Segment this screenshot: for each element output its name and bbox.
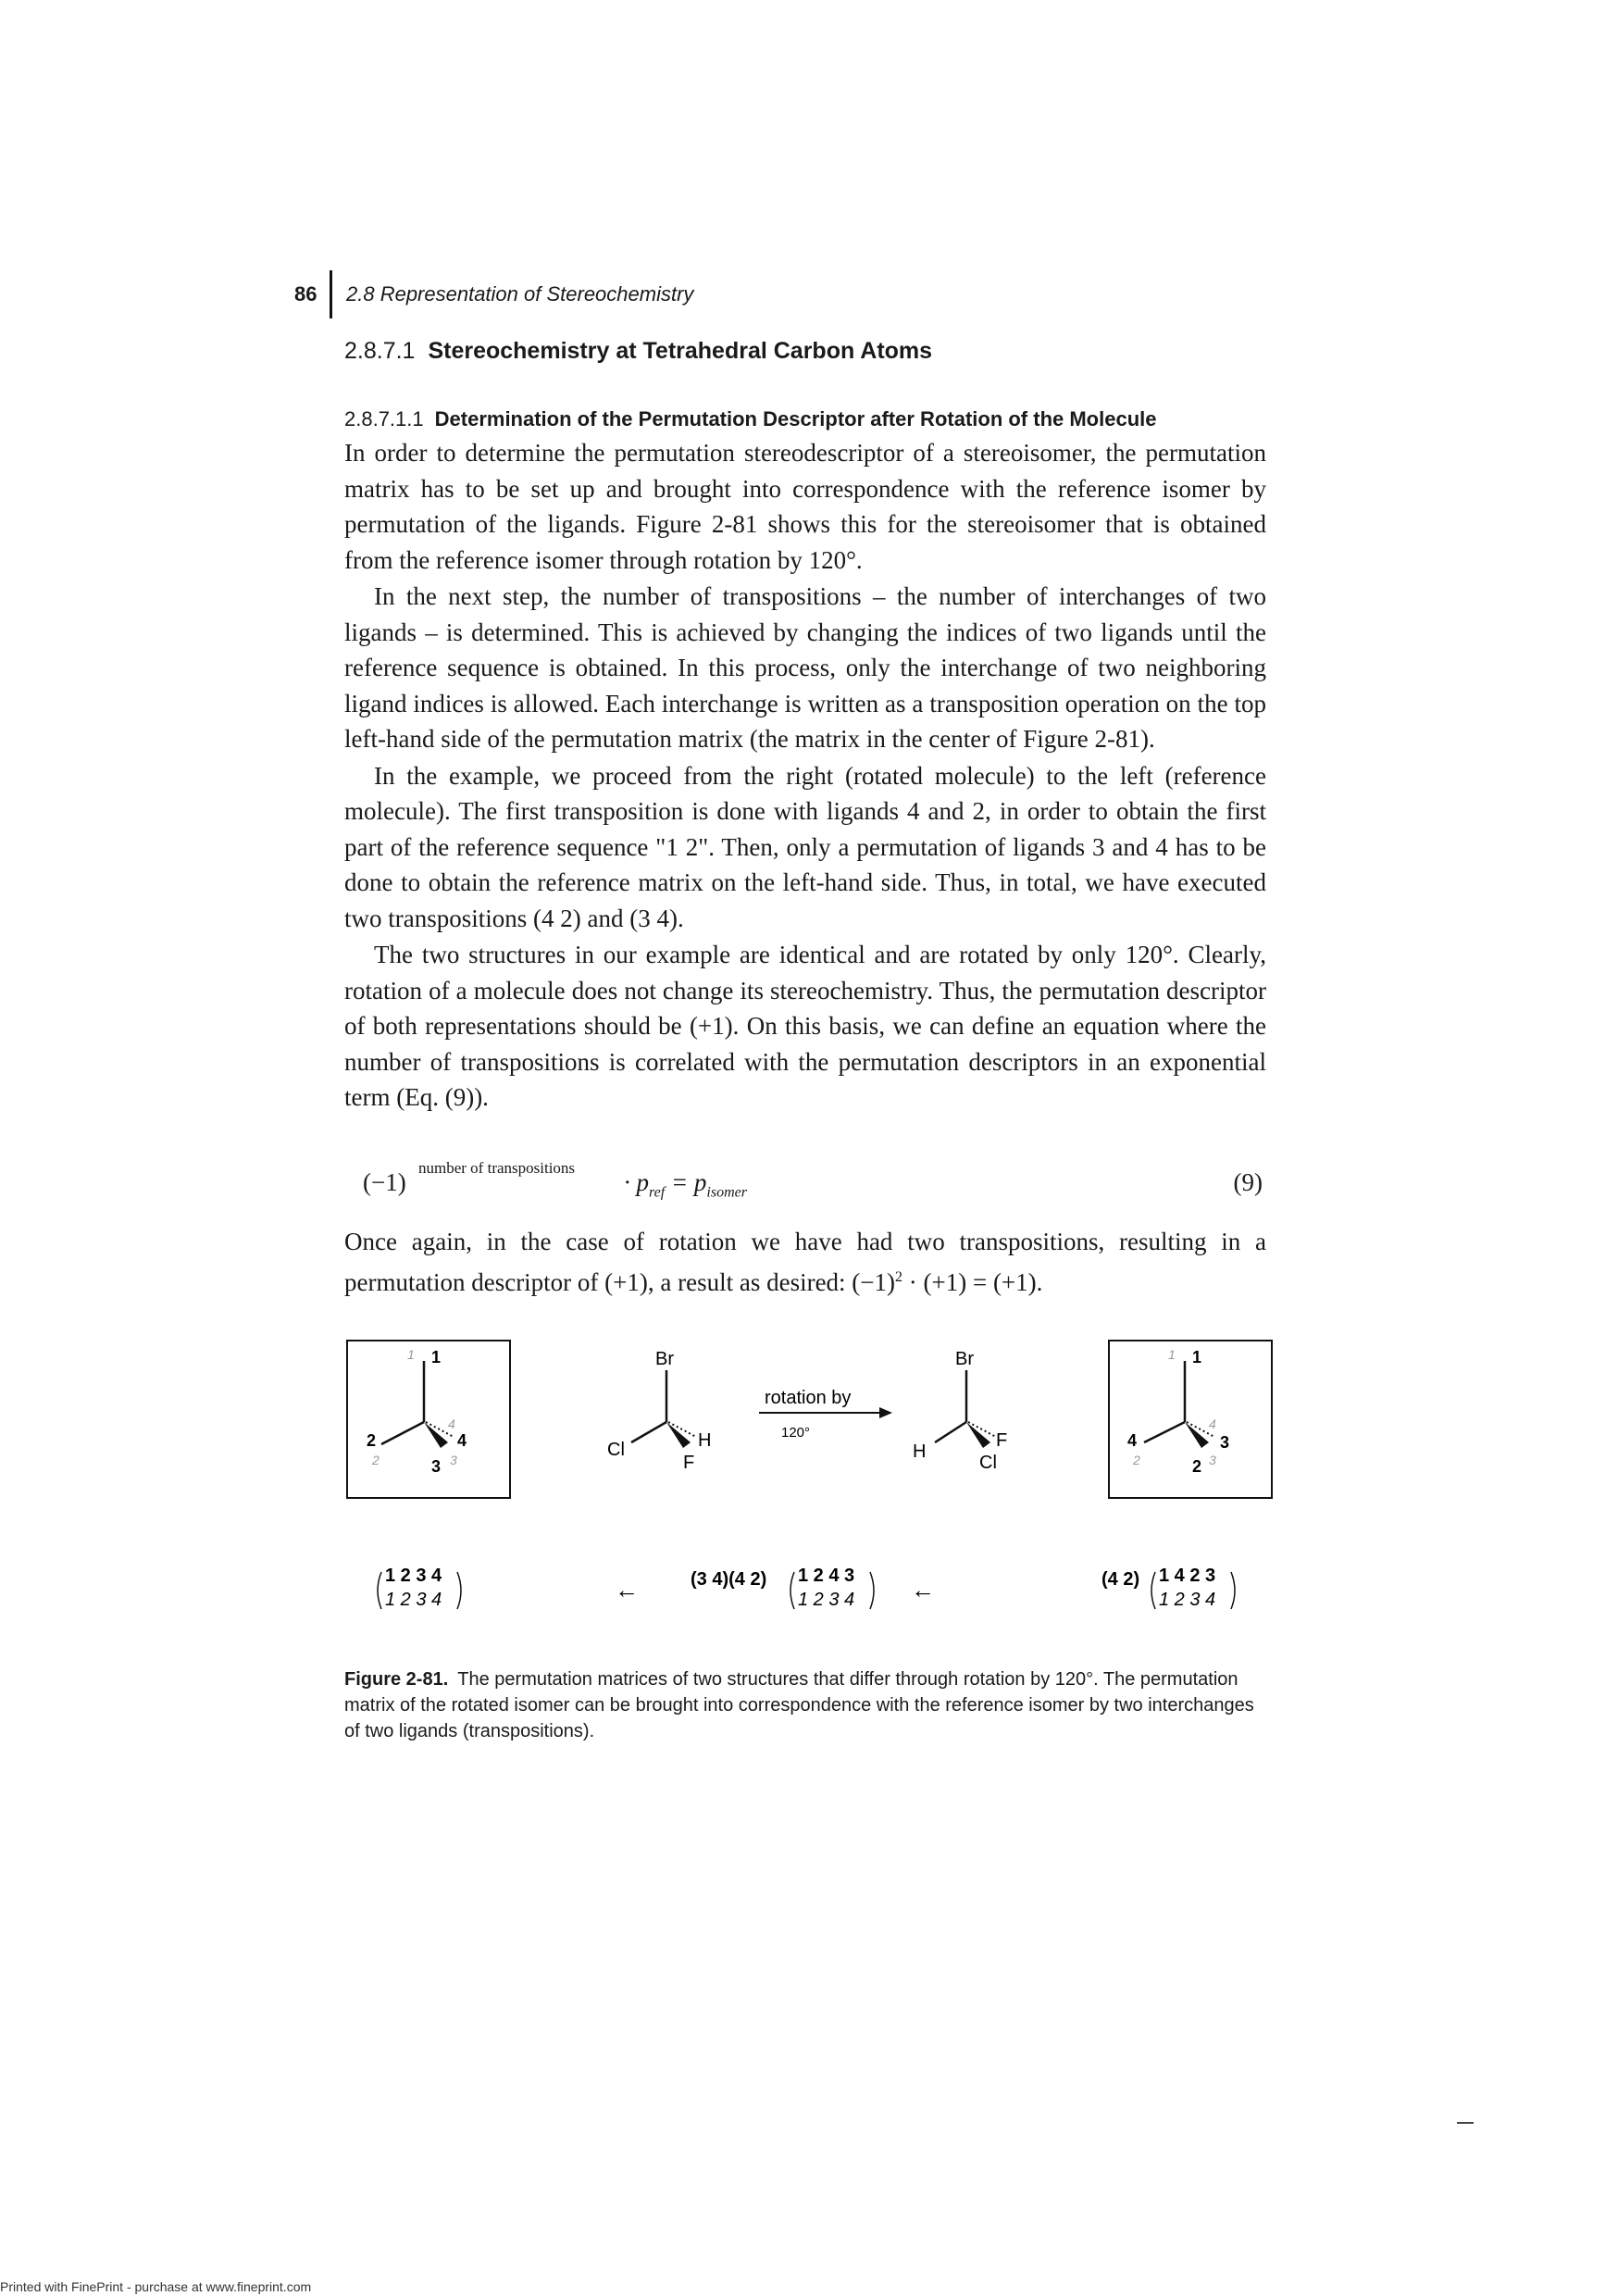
arrow-sublabel: 120°	[781, 1425, 810, 1441]
after-text-main: Once again, in the case of rotation we h…	[344, 1228, 1266, 1296]
left-mol-left: Cl	[607, 1440, 625, 1460]
permutation-matrices: 1 2 3 4 1 2 3 4 ← (3 4)(4 2) 1 2 4 3 1 2…	[377, 1566, 1236, 1610]
matrix-center-prefix: (3 4)(4 2)	[691, 1569, 766, 1590]
right-box-top-ghost: 1	[1168, 1347, 1176, 1362]
left-skeleton-box: 1 1 2 2 4 4 3 3	[346, 1340, 511, 1499]
equation-rhs: · pref = pisomer	[624, 1168, 747, 1201]
page-number: 86	[294, 282, 317, 306]
section-title: Stereochemistry at Tetrahedral Carbon At…	[428, 338, 933, 364]
equation-number: (9)	[1233, 1168, 1263, 1196]
paragraph: In the example, we proceed from the righ…	[344, 761, 1266, 932]
left-box-top-ghost: 1	[407, 1347, 415, 1362]
left-box-left-label: 2	[367, 1431, 376, 1450]
right-box-bottom-label: 2	[1192, 1457, 1201, 1476]
left-box-bottom-label: 3	[431, 1457, 441, 1476]
right-mol-bottom: Cl	[979, 1453, 997, 1473]
right-box-left-ghost: 2	[1132, 1453, 1140, 1467]
left-box-left-ghost: 2	[371, 1453, 380, 1467]
arrow-label: rotation by	[765, 1388, 851, 1408]
body-text: In order to determine the permutation st…	[344, 435, 1266, 1117]
right-box-right-label: 3	[1220, 1433, 1229, 1452]
matrix-left-bottom: 1 2 3 4	[385, 1590, 442, 1610]
equation-equals-p: = p	[665, 1168, 707, 1196]
left-mol-right: H	[698, 1430, 711, 1451]
paragraph: In the next step, the number of transpos…	[344, 582, 1266, 753]
section-number: 2.8.7.1	[344, 338, 416, 364]
matrix-right-bottom: 1 2 3 4	[1159, 1590, 1215, 1610]
section-heading: 2.8.7.1 Stereochemistry at Tetrahedral Ca…	[344, 338, 932, 365]
figure-2-81: 1 1 2 2 4 4 3 3 Br Cl H F rotation by 12…	[333, 1333, 1287, 1653]
matrix-left-top: 1 2 3 4	[385, 1566, 442, 1586]
matrix-center-top: 1 2 4 3	[798, 1566, 854, 1586]
subsection-title: Determination of the Permutation Descrip…	[434, 407, 1157, 430]
right-box-left-label: 4	[1127, 1431, 1137, 1450]
left-mol-top: Br	[655, 1349, 674, 1369]
printer-footer: Printed with FinePrint - purchase at www…	[0, 2279, 312, 2294]
subsection-heading: 2.8.7.1.1 Determination of the Permutatio…	[344, 407, 1157, 431]
after-text-sup: 2	[895, 1268, 903, 1285]
matrix-arrow-2: ←	[911, 1576, 935, 1603]
caption-text: The permutation matrices of two structur…	[344, 1669, 1254, 1741]
left-box-right-label: 4	[457, 1431, 467, 1450]
after-text-end: · (+1) = (+1).	[902, 1267, 1043, 1296]
right-skeleton-box: 1 1 4 2 3 4 2 3	[1108, 1340, 1273, 1499]
matrix-center-bottom: 1 2 3 4	[798, 1590, 854, 1610]
equation-base: (−1)	[363, 1168, 406, 1196]
matrix-right-prefix: (4 2)	[1101, 1569, 1139, 1590]
equation-dot-p: · p	[624, 1168, 649, 1196]
right-box-right-ghost: 4	[1209, 1416, 1216, 1431]
left-box-top-label: 1	[431, 1348, 441, 1366]
equation-sub-isomer: isomer	[706, 1184, 747, 1201]
paragraph: In order to determine the permutation st…	[344, 439, 1266, 574]
left-mol-bottom: F	[683, 1453, 694, 1473]
right-box-bottom-ghost: 3	[1209, 1453, 1216, 1467]
left-molecule: Br Cl H F	[607, 1349, 711, 1473]
left-box-bottom-ghost: 3	[450, 1453, 457, 1467]
right-box-top-label: 1	[1192, 1348, 1201, 1366]
paragraph: The two structures in our example are id…	[344, 941, 1266, 1111]
right-mol-top: Br	[955, 1349, 974, 1369]
right-mol-left: H	[913, 1441, 926, 1462]
paragraph-after-equation: Once again, in the case of rotation we h…	[344, 1224, 1266, 1300]
equation-9: (−1) number of transpositions · pref = p…	[344, 1159, 1266, 1201]
matrix-arrow-1: ←	[615, 1576, 639, 1603]
matrix-right-top: 1 4 2 3	[1159, 1566, 1215, 1586]
right-molecule: Br H F Cl	[913, 1349, 1007, 1473]
header-divider	[330, 270, 332, 318]
figure-svg: 1 1 2 2 4 4 3 3 Br Cl H F rotation by 12…	[346, 1340, 1273, 1610]
equation-sub-ref: ref	[649, 1184, 666, 1201]
rotation-arrow: rotation by 120°	[759, 1388, 892, 1441]
equation-exponent: number of transpositions	[418, 1159, 576, 1177]
left-box-right-ghost: 4	[448, 1416, 455, 1431]
caption-label: Figure 2-81.	[344, 1669, 449, 1690]
margin-mark	[1457, 2122, 1474, 2124]
figure-caption: Figure 2-81.The permutation matrices of …	[344, 1666, 1266, 1744]
right-mol-right: F	[996, 1430, 1007, 1451]
running-title: 2.8 Representation of Stereochemistry	[346, 282, 694, 306]
subsection-number: 2.8.7.1.1	[344, 407, 424, 430]
